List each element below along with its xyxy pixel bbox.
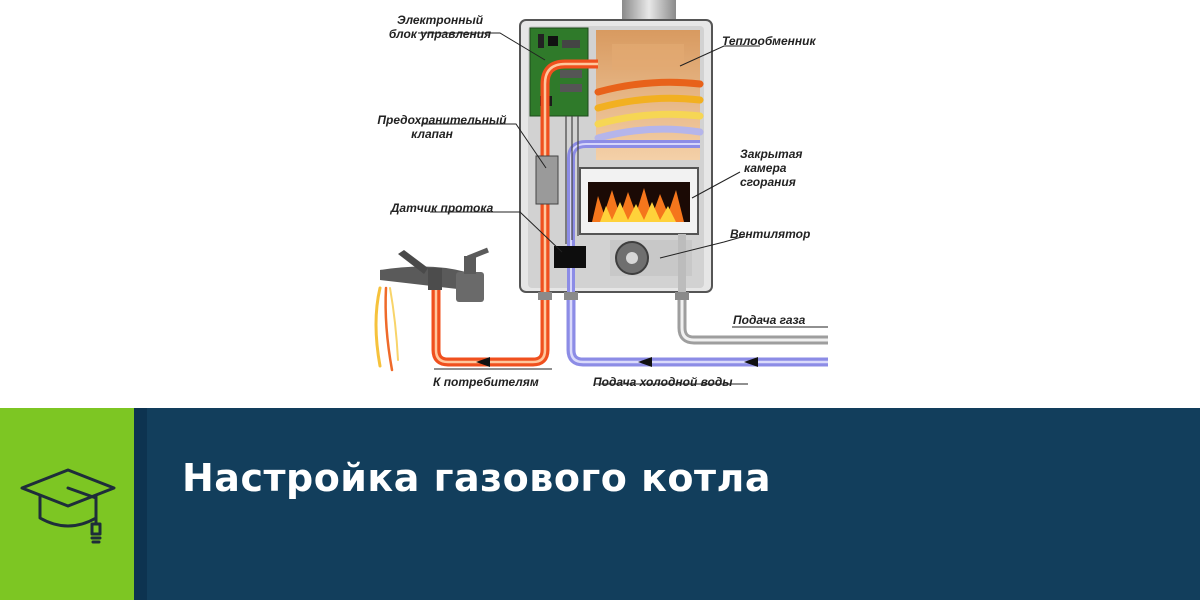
- control-unit-label-line1: Электронный: [397, 13, 484, 27]
- cold-water-pipe: [566, 300, 828, 367]
- safety-valve: [535, 155, 559, 205]
- hot-water-pipe: [431, 284, 550, 367]
- control-board: [529, 27, 589, 117]
- heat-exchanger-label: Теплообменник: [722, 34, 816, 48]
- flow-arrow: [638, 357, 652, 367]
- chamber-label-line3: сгорания: [740, 175, 796, 189]
- combustion-chamber: [579, 167, 699, 235]
- water-heater-diagram: Электронный блок управления Предохраните…: [374, 0, 828, 389]
- safety-valve-label-line1: Предохранительный: [377, 113, 507, 127]
- control-unit-label-line2: блок управления: [389, 27, 491, 41]
- faucet: [380, 247, 489, 302]
- flow-arrow: [476, 357, 490, 367]
- flow-sensor-label: Датчик протока: [390, 201, 494, 215]
- chamber-label-line1: Закрытая: [740, 147, 802, 161]
- cold-water-label: Подача холодной воды: [593, 375, 733, 389]
- page-title: Настройка газового котла: [182, 456, 772, 500]
- to-consumers-label: К потребителям: [433, 375, 539, 389]
- safety-valve-label-line2: клапан: [411, 127, 454, 141]
- banner-stripe: [134, 408, 147, 600]
- flow-arrow: [744, 357, 758, 367]
- gas-supply-label: Подача газа: [733, 313, 806, 327]
- icon-box: [0, 408, 134, 600]
- chimney: [622, 0, 676, 22]
- title-banner: Настройка газового котла: [0, 408, 1200, 600]
- water-stream: [374, 286, 399, 372]
- graduation-cap-icon: [20, 468, 116, 544]
- fan-label: Вентилятор: [730, 227, 810, 241]
- heat-exchanger-coils: [594, 78, 704, 142]
- chamber-label-line2: камера: [744, 161, 787, 175]
